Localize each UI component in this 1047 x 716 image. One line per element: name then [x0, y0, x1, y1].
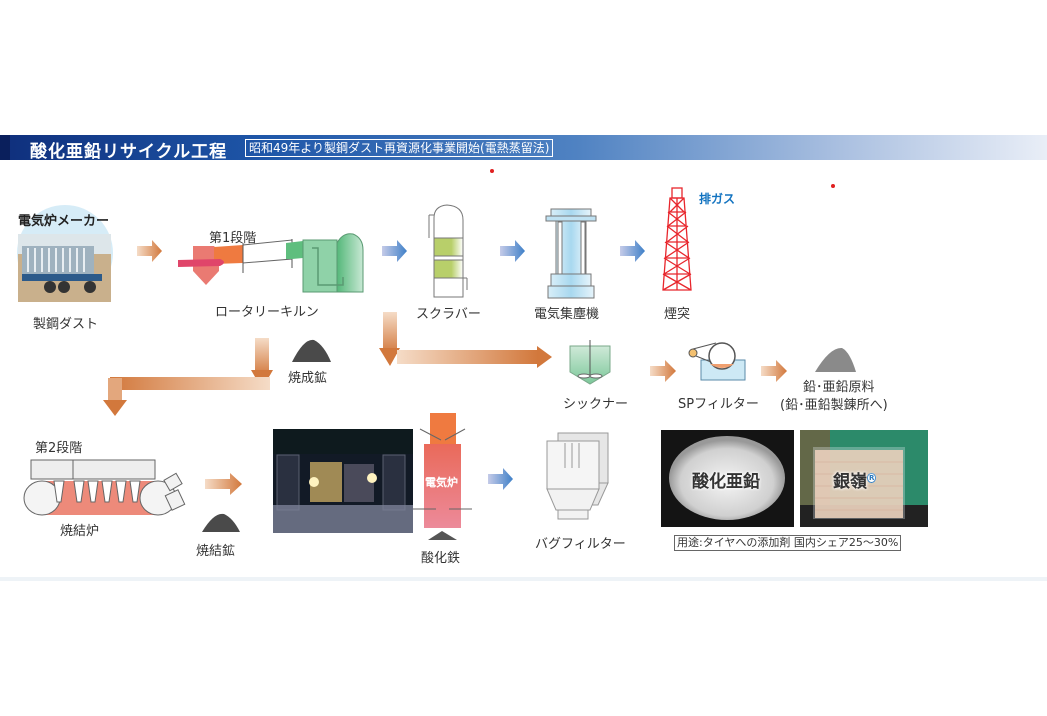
zinc-oxide-photo: [661, 430, 794, 527]
label-iron-oxide: 酸化鉄: [421, 551, 461, 566]
bottom-divider: [0, 577, 1047, 581]
arrow-furnace-to-bagfilter: [488, 468, 513, 490]
header-accent: [0, 135, 10, 160]
ginrei-photo: [800, 430, 928, 527]
arrow-precipitator-to-chimney: [620, 240, 645, 262]
usage-note: 用途:タイヤへの添加剤 国内シェア25〜30%: [674, 535, 902, 551]
sintered-ore-mound: [202, 513, 240, 532]
chimney-illustration: [662, 187, 692, 291]
label-sinter-furnace: 焼結炉: [60, 524, 100, 539]
label-rotary-kiln: ロータリーキルン: [215, 305, 319, 320]
arrow-to-sinter: [110, 377, 270, 390]
label-maker: 電気炉メーカー: [18, 214, 110, 229]
label-chimney: 煙突: [664, 307, 691, 322]
page-title: 酸化亜鉛リサイクル工程: [30, 142, 228, 162]
marker-dot: [490, 169, 494, 173]
arrow-dust-to-kiln: [137, 240, 162, 262]
arrow-kiln-to-scrubber: [382, 240, 407, 262]
label-zinc-oxide: 酸化亜鉛: [692, 472, 760, 492]
label-calcined-ore: 焼成鉱: [288, 371, 328, 386]
arrow-thickener-to-sp: [650, 360, 676, 382]
label-lead-material: 鉛･亜鉛原料: [803, 380, 875, 395]
sp-filter-illustration: [688, 342, 746, 381]
sinter-furnace-illustration: [23, 459, 186, 516]
label-bag-filter: バグフィルター: [535, 537, 626, 552]
label-sintered-ore: 焼結鉱: [196, 544, 236, 559]
label-stage1: 第1段階: [209, 231, 257, 246]
label-stage2: 第2段階: [35, 441, 83, 456]
thickener-illustration: [569, 340, 611, 385]
label-sp-filter: SPフィルター: [678, 397, 759, 412]
arrow-scrubber-down: [383, 312, 397, 354]
label-dust: 製鋼ダスト: [33, 317, 99, 332]
bag-filter-illustration: [546, 432, 609, 520]
arrow-scrubber-to-precipitator: [500, 240, 525, 262]
precipitator-illustration: [545, 208, 597, 299]
truck-photo: [18, 234, 111, 302]
label-scrubber: スクラバー: [416, 307, 481, 322]
calcined-ore-mound: [292, 339, 331, 362]
furnace-photo: [273, 429, 413, 533]
arrow-sp-to-lead: [761, 360, 787, 382]
registered-mark-icon: R: [867, 473, 877, 484]
lead-material-mound: [815, 347, 856, 372]
label-thickener: シックナー: [563, 397, 629, 412]
label-ginrei-text: 銀嶺: [833, 472, 867, 492]
scrubber-illustration: [428, 204, 468, 298]
rotary-kiln-illustration: [178, 233, 364, 293]
label-exhaust: 排ガス: [699, 192, 736, 206]
arrow-kiln-down: [255, 338, 269, 376]
arrow-to-thickener: [397, 350, 538, 364]
page-subtitle: 昭和49年より製鋼ダスト再資源化事業開始(電熱蒸留法): [245, 139, 554, 157]
label-precipitator: 電気集塵機: [534, 307, 600, 322]
arrow-sinter-to-furnace: [205, 473, 242, 495]
electric-furnace-illustration: [413, 413, 472, 540]
marker-dot: [831, 184, 835, 188]
label-electric-furnace: 電気炉: [425, 476, 458, 489]
label-lead-smelter: (鉛･亜鉛製錬所へ): [780, 398, 888, 413]
